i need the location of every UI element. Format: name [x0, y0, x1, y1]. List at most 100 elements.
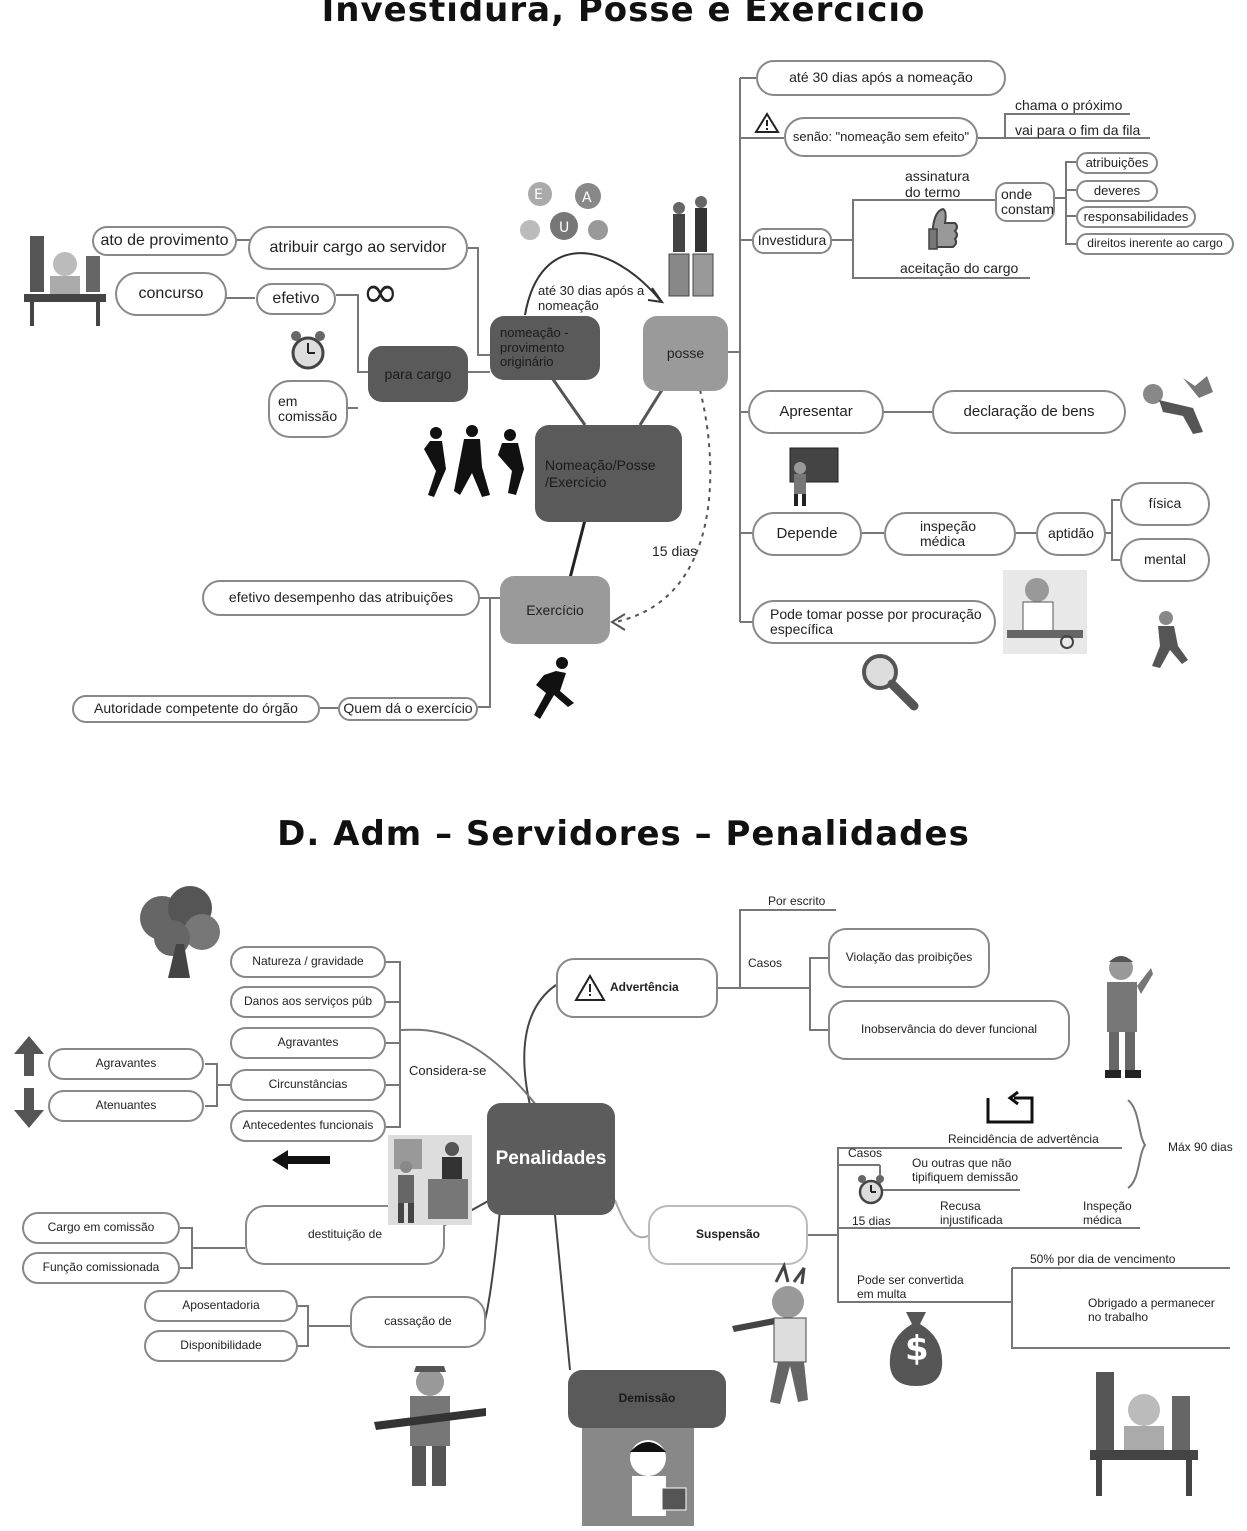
penalidades-label: Penalidades — [495, 1148, 607, 1170]
running-person-icon — [520, 655, 580, 726]
assinatura-label: assinatura do termo — [905, 168, 970, 201]
aptidao-box[interactable]: aptidão — [1036, 512, 1106, 556]
office-scene-icon — [388, 1135, 472, 1230]
circunstancias-box[interactable]: Circunstâncias — [230, 1069, 386, 1101]
efetivo-box[interactable]: efetivo — [256, 283, 336, 315]
atribuir-cargo-label: atribuir cargo ao servidor — [269, 239, 447, 257]
apresentar-box[interactable]: Apresentar — [748, 390, 884, 434]
agravantes-left-box[interactable]: Agravantes — [48, 1048, 204, 1080]
concurso-box[interactable]: concurso — [115, 272, 227, 316]
ato-provimento-label: ato de provimento — [100, 232, 229, 250]
declaracao-box[interactable]: declaração de bens — [932, 390, 1126, 434]
exercicio-node[interactable]: Exercício — [500, 576, 610, 644]
advertencia-box[interactable]: Advertência — [556, 958, 718, 1018]
inspecao-box[interactable]: inspeção médica — [884, 512, 1016, 556]
circunstancias-label: Circunstâncias — [268, 1077, 348, 1092]
ate30-box[interactable]: até 30 dias após a nomeação — [756, 60, 1006, 96]
central-node-bottom[interactable]: Penalidades — [487, 1103, 615, 1215]
depende-box[interactable]: Depende — [752, 512, 862, 556]
antecedentes-label: Antecedentes funcionais — [242, 1118, 374, 1133]
aposentadoria-box[interactable]: Aposentadoria — [144, 1290, 298, 1322]
direitos-label: direitos inerente ao cargo — [1087, 236, 1223, 251]
em-comissao-box[interactable]: em comissão — [268, 380, 348, 438]
repeat-arrow-icon — [984, 1090, 1036, 1131]
declaracao-label: declaração de bens — [963, 402, 1095, 420]
em-comissao-label: em comissão — [278, 392, 338, 424]
central-node-top[interactable]: Nomeação/Posse /Exercício — [535, 425, 682, 522]
agravantes-left-label: Agravantes — [95, 1056, 157, 1071]
violacao-box[interactable]: Violação das proibições — [828, 928, 990, 988]
angry-boss-icon — [730, 1261, 830, 1413]
danos-box[interactable]: Danos aos serviços púb — [230, 986, 386, 1018]
posse-node[interactable]: posse — [643, 316, 728, 391]
arrow-up-icon — [12, 1034, 46, 1083]
para-cargo-node[interactable]: para cargo — [368, 346, 468, 402]
outras-label: Ou outras que não tipifiquem demissão — [912, 1156, 1019, 1184]
casos-suspensao-label: Casos — [848, 1146, 883, 1160]
cassacao-box[interactable]: cassação de — [350, 1296, 486, 1348]
suspensao-label: Suspensão — [695, 1227, 761, 1242]
suspensao-box[interactable]: Suspensão — [648, 1205, 808, 1265]
cargo-comissao-box[interactable]: Cargo em comissão — [22, 1212, 180, 1244]
central-node-label: Nomeação/Posse /Exercício — [545, 457, 656, 490]
senao-box[interactable]: senão: "nomeação sem efeito" — [784, 117, 978, 157]
efetivo-desempenho-box[interactable]: efetivo desempenho das atribuições — [202, 580, 480, 616]
autoridade-label: Autoridade competente do órgão — [94, 700, 298, 717]
ato-provimento-box[interactable]: ato de provimento — [92, 226, 237, 256]
casos-label: Casos — [748, 956, 783, 970]
natureza-box[interactable]: Natureza / gravidade — [230, 946, 386, 978]
deveres-box[interactable]: deveres — [1076, 180, 1158, 202]
quem-da-box[interactable]: Quem dá o exercício — [338, 697, 478, 721]
depende-label: Depende — [776, 524, 838, 542]
alarm-clock-icon — [288, 328, 328, 379]
nomeacao-node[interactable]: nomeação - provimento originário — [490, 316, 600, 380]
fired-worker-icon — [582, 1428, 694, 1531]
businessmen-coins-icon — [665, 192, 715, 307]
demissao-label: Demissão — [618, 1391, 676, 1406]
desk-person-bottom-icon — [1088, 1366, 1200, 1503]
quinze-dias-label: 15 dias — [652, 543, 698, 559]
senao-label: senão: "nomeação sem efeito" — [792, 128, 970, 144]
warning-icon — [574, 974, 606, 1001]
magnifier-icon — [858, 652, 920, 717]
atribuir-cargo-box[interactable]: atribuir cargo ao servidor — [248, 226, 468, 270]
onde-constam-label: onde constam — [1001, 185, 1054, 217]
funcao-comissionada-label: Função comissionada — [42, 1260, 160, 1275]
top-title: Investidura, Posse e Exercício — [321, 0, 926, 30]
aptidao-label: aptidão — [1048, 525, 1094, 542]
investidura-box[interactable]: Investidura — [752, 228, 832, 254]
jumping-people-icon — [420, 425, 532, 505]
funcao-comissionada-box[interactable]: Função comissionada — [22, 1252, 180, 1284]
mental-box[interactable]: mental — [1120, 538, 1210, 582]
svg-text:A: A — [582, 190, 592, 206]
cassacao-label: cassação de — [384, 1314, 452, 1329]
convertida-label: Pode ser convertida em multa — [857, 1273, 964, 1301]
atenuantes-box[interactable]: Atenuantes — [48, 1090, 204, 1122]
fisica-label: física — [1148, 495, 1182, 512]
agravantes-box[interactable]: Agravantes — [230, 1027, 386, 1059]
investidura-label: Investidura — [757, 232, 827, 249]
quinze-dias-bottom-label: 15 dias — [852, 1214, 891, 1228]
tree-icon — [132, 884, 227, 985]
disponibilidade-box[interactable]: Disponibilidade — [144, 1330, 298, 1362]
boy-running-icon — [1140, 610, 1192, 675]
doctor-icon — [1003, 570, 1087, 659]
inobservancia-label: Inobservância do dever funcional — [860, 1022, 1038, 1037]
aceitacao-label: aceitação do cargo — [900, 260, 1019, 276]
demissao-node[interactable]: Demissão — [568, 1370, 726, 1428]
onde-constam-box[interactable]: onde constam — [995, 182, 1055, 222]
efetivo-desempenho-label: efetivo desempenho das atribuições — [228, 589, 454, 606]
inspecao-label: inspeção médica — [920, 517, 977, 549]
responsabilidades-box[interactable]: responsabilidades — [1076, 206, 1196, 228]
natureza-label: Natureza / gravidade — [252, 954, 364, 969]
cinquenta-label: 50% por dia de vencimento — [1030, 1252, 1176, 1266]
atribuicoes-box[interactable]: atribuições — [1076, 152, 1158, 174]
inobservancia-box[interactable]: Inobservância do dever funcional — [828, 1000, 1070, 1060]
direitos-box[interactable]: direitos inerente ao cargo — [1076, 233, 1234, 255]
autoridade-box[interactable]: Autoridade competente do órgão — [72, 695, 320, 723]
procuracao-box[interactable]: Pode tomar posse por procuração específi… — [752, 600, 996, 644]
aposentadoria-label: Aposentadoria — [182, 1298, 260, 1313]
antecedentes-box[interactable]: Antecedentes funcionais — [230, 1110, 386, 1142]
fisica-box[interactable]: física — [1120, 482, 1210, 526]
